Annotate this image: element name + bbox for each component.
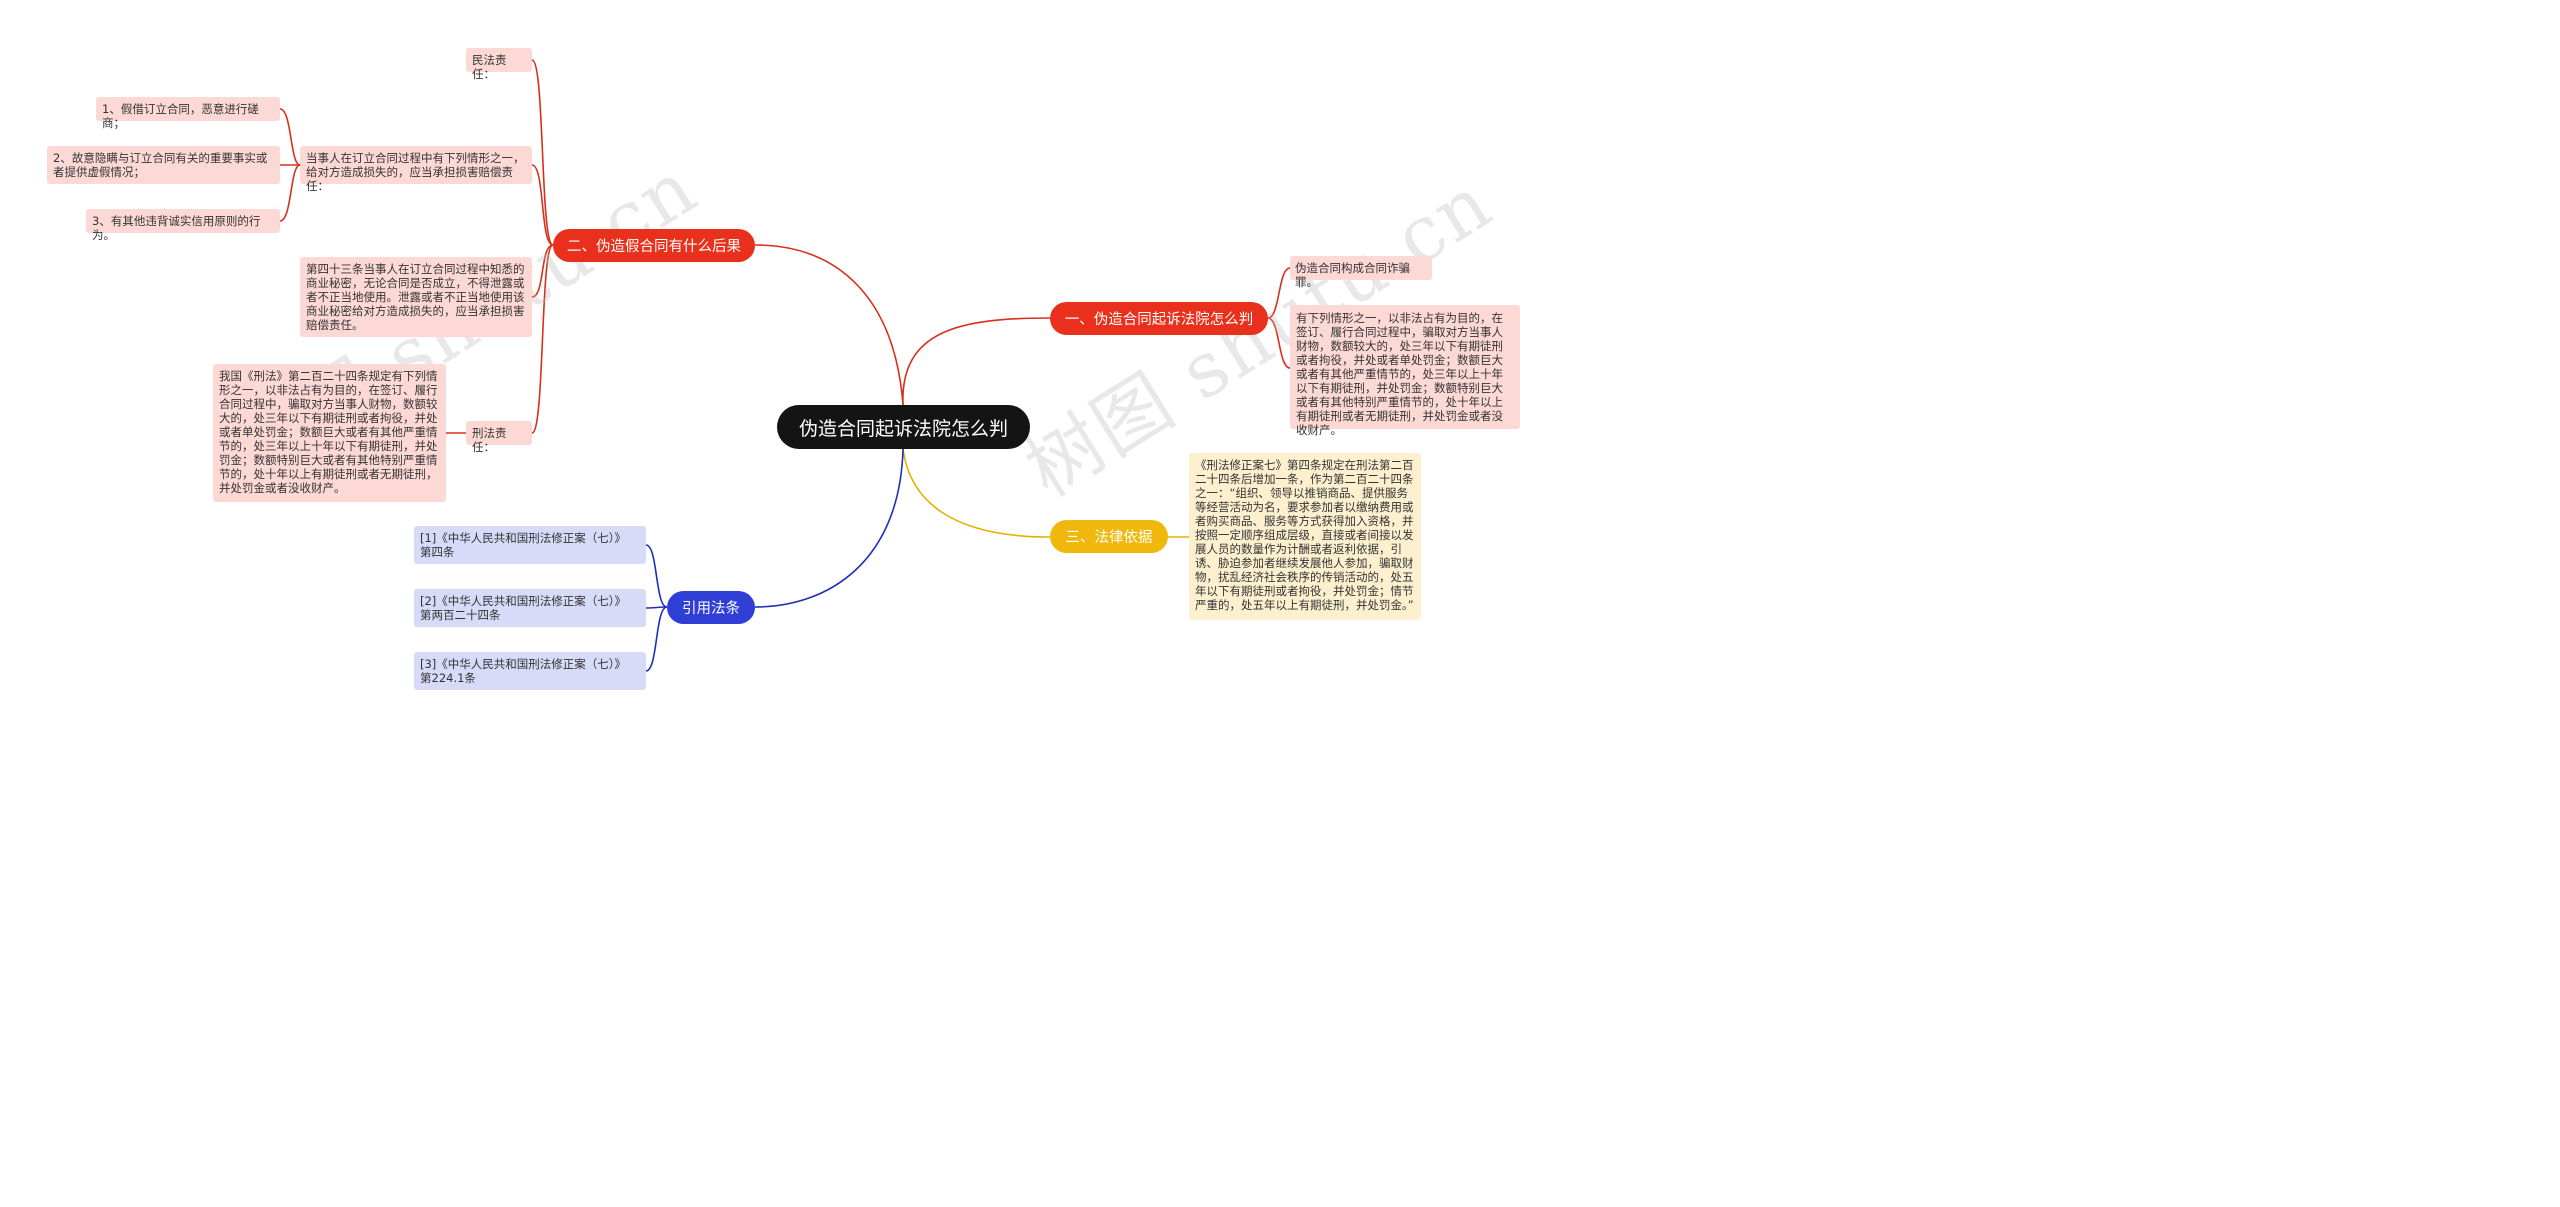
- link-b4-l2: [645, 606, 668, 609]
- leaf-article-43[interactable]: 第四十三条当事人在订立合同过程中知悉的商业秘密，无论合同是否成立，不得泄露或者不…: [300, 257, 532, 337]
- link-civilsub-item1: [279, 108, 301, 166]
- leaf-civil-circumstances[interactable]: 当事人在订立合同过程中有下列情形之一，给对方造成损失的，应当承担损害赔偿责任：: [300, 146, 532, 193]
- link-b1-l1: [1267, 267, 1291, 319]
- branch-consequences[interactable]: 二、伪造假合同有什么后果: [553, 229, 755, 262]
- leaf-amendment-7[interactable]: 《刑法修正案七》第四条规定在刑法第二百二十四条后增加一条，作为第二百二十四条之一…: [1189, 453, 1421, 620]
- leaf-civil-liability[interactable]: 民法责任：: [466, 48, 532, 81]
- leaf-item-2[interactable]: 2、故意隐瞒与订立合同有关的重要事实或者提供虚假情况；: [47, 146, 280, 184]
- root-topic[interactable]: 伪造合同起诉法院怎么判: [777, 405, 1030, 449]
- leaf-text: 3、有其他违背诚实信用原则的行为。: [92, 214, 261, 242]
- leaf-fraud-penalties[interactable]: 有下列情形之一，以非法占有为目的，在签订、履行合同过程中，骗取对方当事人财物，数…: [1290, 305, 1520, 437]
- leaf-text: [3]《中华人民共和国刑法修正案（七）》 第224.1条: [420, 657, 630, 685]
- leaf-text: 民法责任：: [472, 53, 507, 81]
- link-b2-art43: [531, 244, 554, 298]
- link-root-b3: [902, 448, 1051, 538]
- leaf-criminal-article-224[interactable]: 我国《刑法》第二百二十四条规定有下列情形之一，以非法占有为目的，在签订、履行合同…: [213, 364, 446, 502]
- leaf-criminal-liability[interactable]: 刑法责任：: [466, 421, 532, 454]
- leaf-text: 《刑法修正案七》第四条规定在刑法第二百二十四条后增加一条，作为第二百二十四条之一…: [1195, 458, 1414, 612]
- leaf-text: 有下列情形之一，以非法占有为目的，在签订、履行合同过程中，骗取对方当事人财物，数…: [1296, 311, 1503, 437]
- branch-cited-articles[interactable]: 引用法条: [667, 591, 755, 624]
- leaf-item-3[interactable]: 3、有其他违背诚实信用原则的行为。: [86, 209, 280, 242]
- link-b2-civilsub: [531, 164, 554, 246]
- link-root-b1: [902, 317, 1051, 406]
- leaf-contract-fraud[interactable]: 伪造合同构成合同诈骗罪。: [1290, 256, 1432, 289]
- leaf-text: [2]《中华人民共和国刑法修正案（七）》 第两百二十四条: [420, 594, 630, 622]
- link-b4-l1: [645, 544, 668, 608]
- leaf-text: 2、故意隐瞒与订立合同有关的重要事实或者提供虚假情况；: [53, 151, 268, 179]
- link-b4-l3: [645, 606, 668, 672]
- leaf-text: 当事人在订立合同过程中有下列情形之一，给对方造成损失的，应当承担损害赔偿责任：: [306, 151, 525, 193]
- branch-legal-basis[interactable]: 三、法律依据: [1050, 520, 1168, 553]
- link-b1-l2: [1267, 317, 1291, 369]
- leaf-item-1[interactable]: 1、假借订立合同，恶意进行磋商；: [96, 97, 280, 130]
- leaf-text: 我国《刑法》第二百二十四条规定有下列情形之一，以非法占有为目的，在签订、履行合同…: [219, 369, 438, 495]
- link-root-b4: [754, 448, 904, 608]
- leaf-text: 1、假借订立合同，恶意进行磋商；: [102, 102, 259, 130]
- link-civilsub-item3: [279, 164, 301, 222]
- leaf-citation-2[interactable]: [2]《中华人民共和国刑法修正案（七）》 第两百二十四条: [414, 589, 646, 627]
- leaf-text: 刑法责任：: [472, 426, 507, 454]
- branch-court-judgment[interactable]: 一、伪造合同起诉法院怎么判: [1050, 302, 1268, 335]
- leaf-text: 第四十三条当事人在订立合同过程中知悉的商业秘密，无论合同是否成立，不得泄露或者不…: [306, 262, 525, 332]
- leaf-text: 伪造合同构成合同诈骗罪。: [1295, 261, 1410, 289]
- leaf-citation-3[interactable]: [3]《中华人民共和国刑法修正案（七）》 第224.1条: [414, 652, 646, 690]
- link-root-b2: [754, 244, 904, 406]
- leaf-citation-1[interactable]: [1]《中华人民共和国刑法修正案（七）》 第四条: [414, 526, 646, 564]
- link-b2-civil: [531, 59, 554, 246]
- leaf-text: [1]《中华人民共和国刑法修正案（七）》 第四条: [420, 531, 630, 559]
- mind-map-connectors: [279, 59, 1291, 672]
- link-b2-criminal: [531, 244, 554, 434]
